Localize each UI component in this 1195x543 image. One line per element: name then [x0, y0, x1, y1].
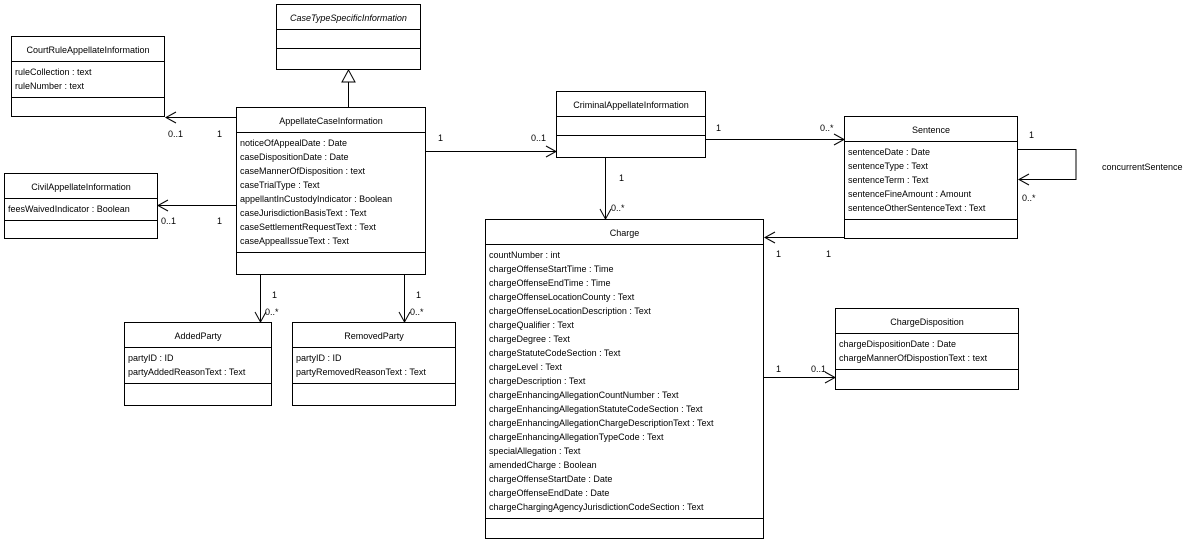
class-name: CourtRuleAppellateInformation — [12, 37, 164, 62]
attribute: chargeChargingAgencyJurisdictionCodeSect… — [489, 502, 704, 512]
class-court-rule-appellate-information[interactable]: CourtRuleAppellateInformation ruleCollec… — [11, 36, 165, 117]
multiplicity-label: 0..1 — [531, 133, 547, 143]
multiplicity-label: 1 — [776, 364, 782, 374]
class-name: AppellateCaseInformation — [237, 108, 425, 133]
multiplicity-label: 0..* — [820, 123, 834, 133]
attribute: feesWaivedIndicator : Boolean — [8, 204, 130, 214]
multiplicity-label: 0..1 — [168, 129, 184, 139]
attribute: partyID : ID — [128, 353, 174, 363]
attribute-compartment: countNumber : int chargeOffenseStartTime… — [486, 245, 763, 519]
attribute: chargeDegree : Text — [489, 334, 570, 344]
multiplicity-label: 0..* — [1022, 193, 1036, 203]
class-civil-appellate-information[interactable]: CivilAppellateInformation feesWaivedIndi… — [4, 173, 158, 239]
class-added-party[interactable]: AddedParty partyID : ID partyAddedReason… — [124, 322, 272, 406]
attribute: caseMannerOfDisposition : text — [240, 166, 366, 176]
attribute: chargeOffenseEndTime : Time — [489, 278, 611, 288]
multiplicity-label: 1 — [438, 133, 444, 143]
attribute: chargeDescription : Text — [489, 376, 586, 386]
class-name: CivilAppellateInformation — [5, 174, 157, 199]
assoc-courtrule-arrow — [164, 111, 177, 124]
multiplicity-label: 0..1 — [811, 364, 827, 374]
class-name: AddedParty — [125, 323, 271, 348]
class-sentence[interactable]: Sentence sentenceDate : Date sentenceTyp… — [844, 116, 1018, 239]
attribute: chargeQualifier : Text — [489, 320, 574, 330]
attribute-compartment: chargeDispositionDate : Date chargeManne… — [836, 334, 1018, 370]
attribute: ruleNumber : text — [15, 81, 85, 91]
attribute: sentenceTerm : Text — [848, 175, 929, 185]
attribute: chargeOffenseLocationCounty : Text — [489, 292, 635, 302]
multiplicity-label: 0..* — [410, 307, 424, 317]
attribute: specialAllegation : Text — [489, 446, 581, 456]
attribute-compartment: partyID : ID partyAddedReasonText : Text — [125, 348, 271, 384]
attribute: sentenceType : Text — [848, 161, 928, 171]
multiplicity-label: 1 — [217, 129, 223, 139]
attribute: chargeMannerOfDispostionText : text — [839, 353, 988, 363]
attribute: appellantInCustodyIndicator : Boolean — [240, 194, 393, 204]
class-criminal-appellate-information[interactable]: CriminalAppellateInformation — [556, 91, 706, 158]
attribute: partyID : ID — [296, 353, 342, 363]
attribute: chargeOffenseStartTime : Time — [489, 264, 614, 274]
class-name: CriminalAppellateInformation — [557, 92, 705, 117]
class-name: CaseTypeSpecificInformation — [277, 5, 420, 30]
attribute: sentenceOtherSentenceText : Text — [848, 203, 986, 213]
multiplicity-label: 1 — [272, 290, 278, 300]
attribute: sentenceDate : Date — [848, 147, 931, 157]
attribute: chargeDispositionDate : Date — [839, 339, 957, 349]
multiplicity-label: 0..1 — [161, 216, 177, 226]
attribute: chargeEnhancingAllegationChargeDescripti… — [489, 418, 714, 428]
multiplicity-label: 1 — [619, 173, 625, 183]
multiplicity-label: 1 — [776, 249, 782, 259]
multiplicity-label: 1 — [716, 123, 722, 133]
attribute: chargeOffenseEndDate : Date — [489, 488, 610, 498]
attribute: partyAddedReasonText : Text — [128, 367, 246, 377]
attribute: ruleCollection : text — [15, 67, 92, 77]
attribute: noticeOfAppealDate : Date — [240, 138, 348, 148]
role-label: concurrentSentence — [1102, 162, 1183, 172]
attribute: caseDispositionDate : Date — [240, 152, 349, 162]
attribute: countNumber : int — [489, 250, 561, 260]
multiplicity-label: 1 — [826, 249, 832, 259]
attribute-compartment — [557, 117, 705, 136]
attribute: chargeOffenseLocationDescription : Text — [489, 306, 651, 316]
attribute: chargeEnhancingAllegationCountNumber : T… — [489, 390, 679, 400]
multiplicity-label: 1 — [217, 216, 223, 226]
assoc-self-arrow — [1017, 173, 1030, 186]
attribute: sentenceFineAmount : Amount — [848, 189, 972, 199]
multiplicity-label: 0..* — [611, 203, 625, 213]
attribute-compartment: ruleCollection : text ruleNumber : text — [12, 62, 164, 98]
generalization-arrowhead — [341, 68, 356, 83]
attribute-compartment: partyID : ID partyRemovedReasonText : Te… — [293, 348, 455, 384]
attribute: chargeStatuteCodeSection : Text — [489, 348, 621, 358]
class-name: RemovedParty — [293, 323, 455, 348]
multiplicity-label: 1 — [416, 290, 422, 300]
attribute: caseAppealIssueText : Text — [240, 236, 349, 246]
attribute: partyRemovedReasonText : Text — [296, 367, 426, 377]
class-name: Sentence — [845, 117, 1017, 142]
multiplicity-label: 0..* — [265, 307, 279, 317]
attribute: chargeEnhancingAllegationTypeCode : Text — [489, 432, 664, 442]
attribute: chargeEnhancingAllegationStatuteCodeSect… — [489, 404, 703, 414]
class-charge-disposition[interactable]: ChargeDisposition chargeDispositionDate … — [835, 308, 1019, 390]
class-name: Charge — [486, 220, 763, 245]
assoc-self-line — [1018, 149, 1077, 180]
attribute-compartment: sentenceDate : Date sentenceType : Text … — [845, 142, 1017, 220]
class-removed-party[interactable]: RemovedParty partyID : ID partyRemovedRe… — [292, 322, 456, 406]
assoc-sentence-charge-arrow — [763, 231, 776, 244]
class-appellate-case-information[interactable]: AppellateCaseInformation noticeOfAppealD… — [236, 107, 426, 275]
attribute: caseTrialType : Text — [240, 180, 320, 190]
attribute: amendedCharge : Boolean — [489, 460, 597, 470]
multiplicity-label: 1 — [1029, 130, 1035, 140]
class-name: ChargeDisposition — [836, 309, 1018, 334]
class-charge[interactable]: Charge countNumber : int chargeOffenseSt… — [485, 219, 764, 539]
attribute: caseJurisdictionBasisText : Text — [240, 208, 367, 218]
attribute: chargeLevel : Text — [489, 362, 562, 372]
attribute: chargeOffenseStartDate : Date — [489, 474, 613, 484]
attribute-compartment — [277, 30, 420, 49]
attribute-compartment: noticeOfAppealDate : Date caseDispositio… — [237, 133, 425, 253]
assoc-civil-arrow — [156, 199, 169, 212]
attribute: caseSettlementRequestText : Text — [240, 222, 376, 232]
class-case-type-specific-information[interactable]: CaseTypeSpecificInformation — [276, 4, 421, 70]
attribute-compartment: feesWaivedIndicator : Boolean — [5, 199, 157, 221]
